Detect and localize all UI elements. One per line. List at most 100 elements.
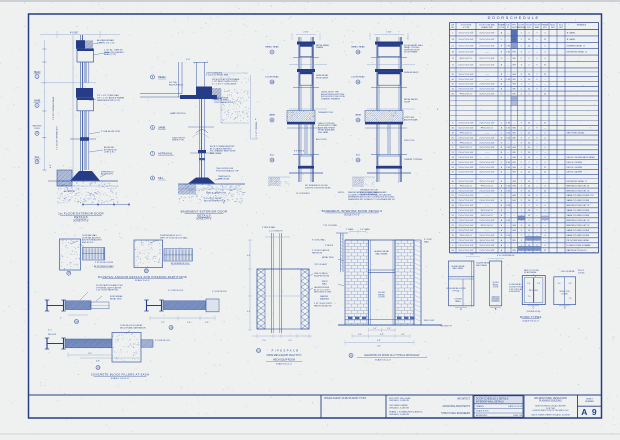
svg-text:1'-4": 1'-4" <box>373 328 377 330</box>
svg-text:3'-0"x7'-2"x1 3/4": 3'-0"x7'-2"x1 3/4" <box>479 33 495 35</box>
svg-text:HM: HM <box>513 84 516 86</box>
svg-text:BEAD (TYP): BEAD (TYP) <box>104 53 116 56</box>
svg-text:CHICAGO, ILLINOIS: CHICAGO, ILLINOIS <box>389 399 409 402</box>
svg-text:CHANNEL FRAMING: CHANNEL FRAMING <box>321 98 340 101</box>
svg-text:3'-0"x7'-2"x1 3/4": 3'-0"x7'-2"x1 3/4" <box>458 52 474 54</box>
svg-text:SAME COLUMN COVER: SAME COLUMN COVER <box>567 234 590 237</box>
svg-text:WD: WD <box>513 79 517 81</box>
svg-text:FRAME: FRAME <box>316 46 324 49</box>
svg-text:WD: WD <box>513 172 517 174</box>
svg-text:HM: HM <box>513 181 516 183</box>
svg-text:ASTRAGAL: ASTRAGAL <box>158 151 173 155</box>
svg-text:SHIM AS REQD: SHIM AS REQD <box>404 71 419 74</box>
svg-text:3'-0"x7'-0"x1 3/4": 3'-0"x7'-0"x1 3/4" <box>458 65 474 67</box>
svg-text:HM: HM <box>513 186 516 188</box>
svg-text:3300 S. STATE STREET CHICAG: 3300 S. STATE STREET CHICAGO, ILLINOIS <box>531 414 570 417</box>
svg-text:9'-4": 9'-4" <box>377 346 381 348</box>
svg-text:2'-8 5/8" OVERALL FRAME: 2'-8 5/8" OVERALL FRAME <box>52 96 55 120</box>
svg-text:VERT OF CONC BLOCK WALL: VERT OF CONC BLOCK WALL <box>160 236 189 239</box>
svg-text:MTL: MTL <box>527 27 531 29</box>
svg-text:5 3/4": 5 3/4" <box>386 32 391 34</box>
svg-text:( DET 4 B ): ( DET 4 B ) <box>104 152 115 154</box>
svg-text:#20 DWG TYP: #20 DWG TYP <box>440 325 453 327</box>
svg-text:DOOR SCHEDULE & DETAILS: DOOR SCHEDULE & DETAILS <box>476 398 509 401</box>
svg-text:—: — <box>507 200 509 202</box>
svg-text:WD: WD <box>513 240 517 242</box>
svg-text:2'-6"x7'-0"x1 3/4": 2'-6"x7'-0"x1 3/4" <box>458 195 474 197</box>
svg-text:ARCHITECT: ARCHITECT <box>457 397 471 400</box>
svg-text:2'-6"x7'-0"x1 3/4": 2'-6"x7'-0"x1 3/4" <box>479 190 495 192</box>
svg-text:WALL PANEL: WALL PANEL <box>375 252 388 255</box>
svg-text:4" CONC BLOCK: 4" CONC BLOCK <box>168 290 184 292</box>
svg-text:WD: WD <box>513 128 517 130</box>
svg-text:4'-6: 4'-6 <box>247 255 250 257</box>
svg-text:SCALE 1/4"=1'-0": SCALE 1/4"=1'-0" <box>522 319 539 322</box>
svg-text:JOINT FLOOR BOTH SIDES: JOINT FLOOR BOTH SIDES <box>305 187 331 189</box>
svg-text:2'-0": 2'-0" <box>186 59 190 61</box>
svg-text:EXTERIOR: EXTERIOR <box>64 191 75 193</box>
svg-text:3'-0"x7'-2"x1 3/4": 3'-0"x7'-2"x1 3/4" <box>458 74 474 76</box>
svg-text:2'-8"x7'-0"x1 3/4": 2'-8"x7'-0"x1 3/4" <box>458 220 474 222</box>
svg-text:2 1/2": 2 1/2" <box>303 32 308 34</box>
svg-text:WEATHERSTRIP (TYP): WEATHERSTRIP (TYP) <box>97 99 120 102</box>
svg-text:2" DIA. ALUM. PIPE: 2" DIA. ALUM. PIPE <box>101 130 121 133</box>
svg-text:DOOR: DOOR <box>493 287 499 289</box>
svg-text:CONT METAL HOOD: CONT METAL HOOD <box>214 101 234 104</box>
svg-text:& TYPE: & TYPE <box>463 27 470 29</box>
svg-text:MAX: MAX <box>535 26 540 29</box>
svg-text:3'-0"x7'-0"x1 3/4": 3'-0"x7'-0"x1 3/4" <box>458 225 474 227</box>
svg-text:4'-0": 4'-0" <box>50 164 52 168</box>
svg-text:2'-6"x7'-0"x1 3/4": 2'-6"x7'-0"x1 3/4" <box>479 45 495 47</box>
svg-text:HEAD: HEAD <box>34 71 41 74</box>
svg-text:—: — <box>507 230 509 232</box>
svg-text:WD: WD <box>513 162 517 164</box>
svg-text:DOOR: DOOR <box>404 101 411 103</box>
svg-text:2'-6: 2'-6 <box>527 283 530 285</box>
svg-text:3'-0"x7'-0"x1 3/4": 3'-0"x7'-0"x1 3/4" <box>479 147 495 149</box>
svg-text:JAMB: JAMB <box>355 113 361 116</box>
svg-text:MECH EQUIP ROOM: MECH EQUIP ROOM <box>273 359 295 361</box>
svg-text:WD: WD <box>513 93 517 95</box>
svg-text:METAL TRIM: METAL TRIM <box>110 298 122 301</box>
svg-text:HM: HM <box>513 167 516 169</box>
svg-text:WD: WD <box>513 152 517 154</box>
svg-text:—: — <box>513 142 515 144</box>
svg-text:3'-4": 3'-4" <box>380 334 384 336</box>
svg-text:1'-6": 1'-6" <box>187 322 191 324</box>
svg-text:3'-0"x7'-0"x1 3/4": 3'-0"x7'-0"x1 3/4" <box>479 89 495 91</box>
svg-text:E 9 FRG 8: E 9 FRG 8 <box>294 150 305 152</box>
svg-text:—: — <box>513 235 515 237</box>
svg-text:3'-0"x7'-2"x1 3/4": 3'-0"x7'-2"x1 3/4" <box>479 181 495 183</box>
svg-text:JAMB: JAMB <box>269 113 275 116</box>
svg-text:1 1/2 x 1 1/2 x 1/4: 1 1/2 x 1 1/2 x 1/4 <box>97 42 115 44</box>
svg-text:2 1/2" SOLID PARTITION: 2 1/2" SOLID PARTITION <box>96 289 118 292</box>
svg-text:TERRAZZO SILL: TERRAZZO SILL <box>318 111 334 114</box>
svg-text:—: — <box>507 84 509 86</box>
svg-text:ASSOCIATE ARCHITECTS: ASSOCIATE ARCHITECTS <box>442 405 470 408</box>
svg-text:DOOR FRAME: DOOR FRAME <box>404 51 418 54</box>
svg-text:DRAWN: DRAWN <box>476 405 484 408</box>
svg-text:SEE OVHD DETAIL: SEE OVHD DETAIL <box>567 131 586 134</box>
svg-text:3'-0"x7'-2"x1 3/4": 3'-0"x7'-2"x1 3/4" <box>458 33 474 35</box>
svg-text:—: — <box>507 74 509 76</box>
svg-text:SEE DETAIL: SEE DETAIL <box>218 178 230 181</box>
svg-text:3'-0"x7'-0"x1 3/4": 3'-0"x7'-0"x1 3/4" <box>479 240 495 242</box>
svg-text:2'-6: 2'-6 <box>558 283 561 285</box>
svg-text:5'-0": 5'-0" <box>88 353 92 355</box>
svg-text:—: — <box>507 181 509 183</box>
svg-text:TYPE: TYPE <box>499 27 505 29</box>
svg-text:WD: WD <box>513 250 517 252</box>
svg-text:C: C <box>533 307 535 310</box>
svg-text:6'-8": 6'-8" <box>96 360 100 362</box>
svg-text:DELUX LOUVER: DELUX LOUVER <box>567 162 583 164</box>
svg-text:NUMBER: NUMBER <box>585 401 594 403</box>
svg-text:DATE 11-15-58: DATE 11-15-58 <box>508 405 523 408</box>
svg-text:SCALE 3"=1'-0": SCALE 3"=1'-0" <box>344 213 360 216</box>
svg-text:DEADENING SET IN MASTIC TO: DEADENING SET IN MASTIC TO ELIMINATE RAT… <box>348 198 396 201</box>
svg-text:2'-8"x7'-0"x1 3/4": 2'-8"x7'-0"x1 3/4" <box>479 220 495 222</box>
svg-text:2'-8"x7'-0"x1 3/4": 2'-8"x7'-0"x1 3/4" <box>458 215 474 217</box>
svg-text:—: — <box>507 245 509 247</box>
svg-text:PLANNING BUILDING: PLANNING BUILDING <box>539 400 562 403</box>
svg-text:2'-6"x7'-0"x1 3/4": 2'-6"x7'-0"x1 3/4" <box>458 210 474 212</box>
svg-text:DOOR TYPES: DOOR TYPES <box>520 315 542 319</box>
